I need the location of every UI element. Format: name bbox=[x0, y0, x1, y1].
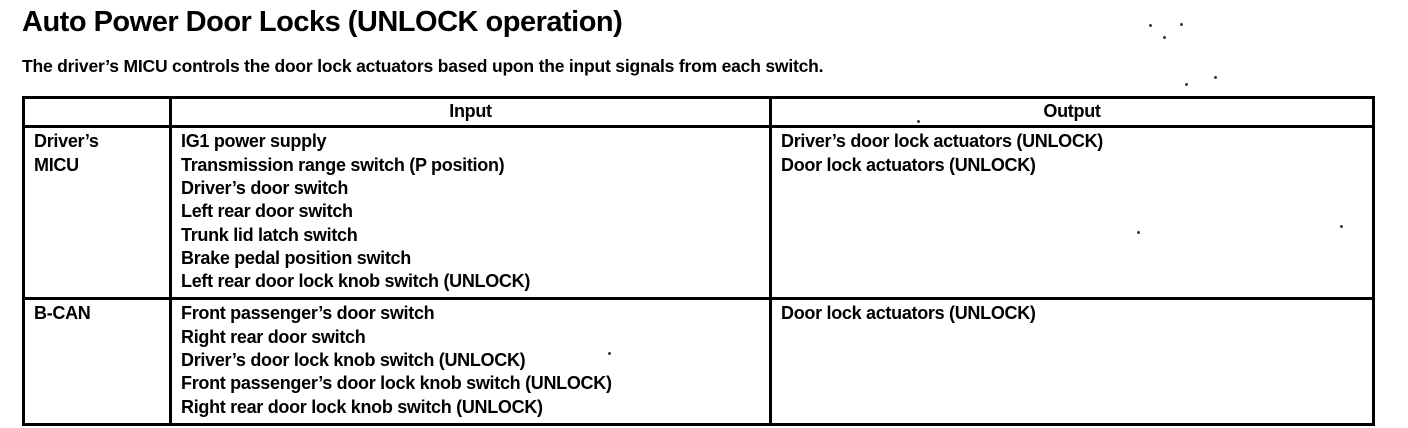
output-cell: Door lock actuators (UNLOCK) bbox=[769, 297, 1375, 426]
scan-speck bbox=[917, 120, 920, 123]
cell-line: IG1 power supply bbox=[181, 131, 327, 152]
scan-speck bbox=[1214, 76, 1217, 79]
cell-line: Brake pedal position switch bbox=[181, 247, 411, 268]
header-output: Output bbox=[769, 96, 1375, 129]
cell-line: Driver’s door switch bbox=[181, 177, 349, 198]
page-title: Auto Power Door Locks (UNLOCK operation) bbox=[22, 6, 623, 38]
scan-speck bbox=[1180, 23, 1183, 26]
header-row: Input Output bbox=[22, 96, 1375, 129]
cell-line: Driver’s door lock knob switch (UNLOCK) bbox=[181, 350, 526, 371]
cell-line: Door lock actuators (UNLOCK) bbox=[781, 154, 1036, 175]
output-cell: Driver’s door lock actuators (UNLOCK)Doo… bbox=[769, 125, 1375, 301]
cell-line: Transmission range switch (P position) bbox=[181, 154, 505, 175]
cell-line: Driver’s door lock actuators (UNLOCK) bbox=[781, 131, 1103, 152]
cell-line: Door lock actuators (UNLOCK) bbox=[781, 303, 1036, 324]
scan-speck bbox=[1149, 24, 1152, 27]
cell-line: Driver’s bbox=[34, 131, 99, 152]
page-subtitle: The driver’s MICU controls the door lock… bbox=[22, 56, 824, 77]
cell-line: Right rear door lock knob switch (UNLOCK… bbox=[181, 396, 543, 417]
cell-line: Right rear door switch bbox=[181, 326, 366, 347]
scan-speck bbox=[1340, 225, 1343, 228]
scan-speck bbox=[1137, 231, 1140, 234]
cell-line: Front passenger’s door switch bbox=[181, 303, 435, 324]
cell-line: MICU bbox=[34, 154, 79, 175]
cell-line: Front passenger’s door lock knob switch … bbox=[181, 373, 612, 394]
scan-speck bbox=[1163, 36, 1166, 39]
table-header: Input Output bbox=[22, 96, 1375, 129]
cell-line: Left rear door switch bbox=[181, 201, 353, 222]
scan-speck bbox=[1185, 83, 1188, 86]
cell-line: Left rear door lock knob switch (UNLOCK) bbox=[181, 271, 531, 292]
scan-speck bbox=[608, 352, 611, 355]
cell-line: Trunk lid latch switch bbox=[181, 224, 358, 245]
header-source bbox=[22, 96, 172, 129]
header-input: Input bbox=[169, 96, 772, 129]
source-cell: B-CAN bbox=[22, 297, 172, 426]
cell-line: B-CAN bbox=[34, 303, 91, 324]
